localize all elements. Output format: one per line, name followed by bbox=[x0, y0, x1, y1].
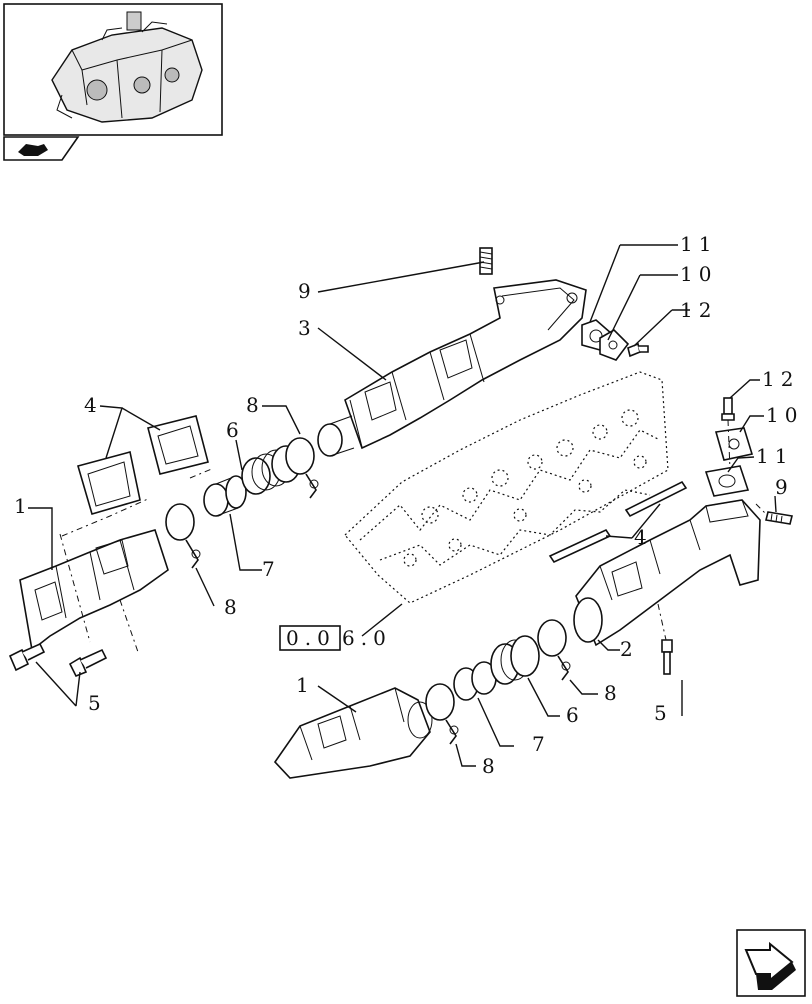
callout-9: 9 bbox=[298, 279, 317, 303]
front-manifold-left[interactable] bbox=[19, 529, 169, 652]
callout-2: 2 bbox=[620, 637, 639, 661]
callout-7: 7 bbox=[532, 732, 551, 756]
callout-6: 6 bbox=[566, 703, 585, 727]
clamp-upper[interactable] bbox=[285, 437, 319, 499]
bolt-left-b[interactable] bbox=[68, 648, 108, 678]
callout-labels: 9 3 8 6 4 1 7 8 5 11 10 12 12 10 11 9 4 … bbox=[14, 232, 803, 778]
gasket-left-b[interactable] bbox=[147, 415, 209, 475]
leader-lines bbox=[28, 244, 777, 767]
callout-5: 5 bbox=[654, 701, 673, 725]
callout-10: 10 bbox=[766, 403, 803, 427]
callout-9: 9 bbox=[775, 475, 794, 499]
callout-1: 1 bbox=[296, 673, 315, 697]
assembly-lines bbox=[59, 419, 767, 653]
stud-right[interactable] bbox=[765, 511, 793, 525]
callout-8: 8 bbox=[482, 754, 501, 778]
front-manifold-bottom[interactable] bbox=[273, 687, 433, 779]
callout-8: 8 bbox=[224, 595, 243, 619]
callout-10: 10 bbox=[680, 262, 717, 286]
callout-11: 11 bbox=[756, 444, 793, 468]
callout-11: 11 bbox=[680, 232, 717, 256]
gasket-right-b[interactable] bbox=[624, 480, 688, 518]
callout-12: 12 bbox=[680, 298, 717, 322]
next-page-arrow-icon[interactable] bbox=[736, 929, 806, 997]
cylinder-head-outline bbox=[344, 371, 669, 604]
callout-3: 3 bbox=[298, 316, 317, 340]
flange-plate-right[interactable] bbox=[714, 427, 754, 461]
callout-12: 12 bbox=[762, 367, 799, 391]
gasket-right[interactable] bbox=[704, 465, 750, 497]
clamp-bottom[interactable] bbox=[425, 683, 459, 745]
callout-1: 1 bbox=[14, 494, 33, 518]
stud-top[interactable] bbox=[479, 247, 493, 275]
section-reference-suffix: 6.0 bbox=[342, 626, 392, 650]
bellows-bottom[interactable] bbox=[490, 635, 540, 685]
callout-8: 8 bbox=[604, 681, 623, 705]
callout-8: 8 bbox=[246, 393, 265, 417]
callout-6: 6 bbox=[226, 418, 245, 442]
callout-4: 4 bbox=[84, 393, 103, 417]
gasket-right-a[interactable] bbox=[548, 528, 612, 564]
section-reference-code: 0.0 bbox=[286, 626, 336, 650]
callout-5: 5 bbox=[88, 691, 107, 715]
bolt-left-a[interactable] bbox=[8, 642, 46, 672]
callout-7: 7 bbox=[262, 557, 281, 581]
rear-manifold-right[interactable] bbox=[573, 499, 761, 647]
engine-thumbnail-icon[interactable] bbox=[3, 3, 223, 136]
bolt-right-top[interactable] bbox=[721, 397, 735, 421]
gasket-left-a[interactable] bbox=[77, 451, 141, 515]
clamp-left[interactable] bbox=[165, 503, 201, 569]
sleeve-bottom[interactable] bbox=[453, 661, 497, 701]
callout-4: 4 bbox=[634, 525, 653, 549]
sleeve-left[interactable] bbox=[203, 475, 247, 517]
book-tab-icon[interactable] bbox=[3, 136, 80, 161]
upper-exhaust-manifold[interactable] bbox=[344, 279, 587, 450]
bolt-right-bottom[interactable] bbox=[661, 639, 673, 675]
manifold-outlet-pipe[interactable] bbox=[317, 415, 355, 457]
clamp-right[interactable] bbox=[537, 619, 571, 681]
section-reference[interactable]: 0.0 6.0 bbox=[279, 625, 392, 651]
bolt-top[interactable] bbox=[627, 342, 649, 358]
